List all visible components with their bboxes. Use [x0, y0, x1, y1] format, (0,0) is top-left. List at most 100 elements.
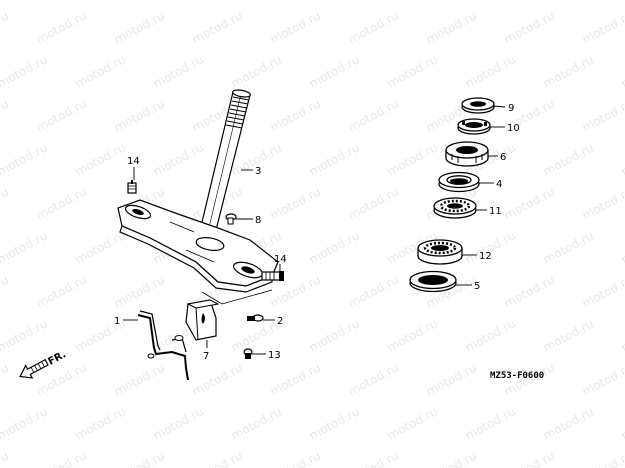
watermark-text: motod.ru: [580, 360, 625, 398]
watermark-text: motod.ru: [0, 448, 11, 468]
callout-14-left: 14: [127, 156, 140, 167]
watermark-text: motod.ru: [268, 96, 323, 134]
watermark-text: motod.ru: [229, 316, 284, 354]
watermark-text: motod.ru: [307, 0, 362, 3]
watermark-text: motod.ru: [541, 404, 596, 442]
watermark-text: motod.ru: [385, 52, 440, 90]
watermark-text: motod.ru: [34, 96, 89, 134]
callout-1: 1: [114, 316, 120, 327]
watermark-text: motod.ru: [580, 448, 625, 468]
watermark-text: motod.ru: [463, 52, 518, 90]
cable-guide: [185, 299, 220, 341]
watermark-text: motod.ru: [112, 272, 167, 310]
watermark-text: motod.ru: [0, 228, 50, 266]
watermark-text: motod.ru: [541, 228, 596, 266]
watermark-text: motod.ru: [385, 140, 440, 178]
watermark-text: motod.ru: [0, 316, 50, 354]
bearing-race-12: [417, 239, 463, 265]
callout-7: 7: [203, 351, 209, 362]
watermark-text: motod.ru: [73, 52, 128, 90]
watermark-text: motod.ru: [112, 448, 167, 468]
watermark-text: motod.ru: [502, 184, 557, 222]
watermark-text: motod.ru: [502, 448, 557, 468]
lock-washer-10: [457, 118, 491, 135]
watermark-text: motod.ru: [0, 96, 11, 134]
watermark-text: motod.ru: [385, 404, 440, 442]
watermark-text: motod.ru: [0, 184, 11, 222]
adjusting-nut-6: [445, 141, 489, 167]
dust-seal-4: [438, 171, 480, 193]
dust-seal-5: [409, 270, 457, 293]
watermark-text: motod.ru: [463, 404, 518, 442]
callout-12: 12: [479, 251, 492, 262]
watermark-text: motod.ru: [268, 448, 323, 468]
screw-2: [247, 314, 264, 322]
watermark-text: motod.ru: [268, 8, 323, 46]
watermark-text: motod.ru: [112, 8, 167, 46]
watermark-text: motod.ru: [0, 272, 11, 310]
steering-stem-assembly: [117, 89, 284, 305]
watermark-text: motod.ru: [619, 52, 625, 90]
watermark-text: motod.ru: [619, 140, 625, 178]
watermark-text: motod.ru: [229, 404, 284, 442]
watermark-text: motod.ru: [541, 140, 596, 178]
bearing-11: [433, 197, 477, 219]
watermark-text: motod.ru: [268, 360, 323, 398]
watermark-text: motod.ru: [0, 360, 11, 398]
watermark-text: motod.ru: [502, 8, 557, 46]
callout-5: 5: [474, 281, 480, 292]
watermark-text: motod.ru: [463, 0, 518, 3]
watermark-text: motod.ru: [424, 360, 479, 398]
watermark-text: motod.ru: [73, 140, 128, 178]
watermark-text: motod.ru: [190, 360, 245, 398]
callout-9: 9: [508, 103, 514, 114]
watermark-text: motod.ru: [34, 184, 89, 222]
watermark-text: motod.ru: [346, 272, 401, 310]
watermark-text: motod.ru: [34, 272, 89, 310]
callout-4: 4: [496, 179, 502, 190]
watermark-text: motod.ru: [268, 184, 323, 222]
watermark-text: motod.ru: [229, 52, 284, 90]
bolt-8: [225, 213, 237, 225]
watermark-text: motod.ru: [619, 404, 625, 442]
watermark-text: motod.ru: [541, 316, 596, 354]
watermark-text: motod.ru: [424, 448, 479, 468]
callout-10: 10: [507, 123, 520, 134]
watermark-text: motod.ru: [385, 0, 440, 3]
watermark-text: motod.ru: [580, 272, 625, 310]
watermark-text: motod.ru: [502, 272, 557, 310]
callout-8: 8: [255, 215, 261, 226]
watermark-text: motod.ru: [346, 96, 401, 134]
callout-13: 13: [268, 350, 281, 361]
watermark-text: motod.ru: [463, 316, 518, 354]
watermark-text: motod.ru: [190, 448, 245, 468]
watermark-text: motod.ru: [73, 228, 128, 266]
bolt-14-right: [261, 271, 284, 281]
watermark-text: motod.ru: [580, 96, 625, 134]
watermark-text: motod.ru: [346, 8, 401, 46]
watermark-text: motod.ru: [619, 228, 625, 266]
wire-bracket: [137, 310, 189, 381]
watermark-text: motod.ru: [73, 404, 128, 442]
diagram-code: MZ53-F0600: [490, 371, 544, 381]
watermark-text: motod.ru: [346, 448, 401, 468]
watermark-text: motod.ru: [307, 52, 362, 90]
watermark-text: motod.ru: [73, 0, 128, 3]
watermark-text: motod.ru: [346, 184, 401, 222]
watermark-text: motod.ru: [34, 448, 89, 468]
watermark-text: motod.ru: [385, 316, 440, 354]
watermark-text: motod.ru: [424, 8, 479, 46]
callout-2: 2: [277, 316, 283, 327]
watermark-text: motod.ru: [619, 316, 625, 354]
steering-stem-tube: [197, 89, 251, 243]
bolt-13: [243, 348, 253, 359]
callout-labels: 9 10 6 4 11 12 5 3 8 14 14 1 2 7 13: [114, 103, 520, 362]
bolt-14-left: [127, 180, 137, 194]
watermark-text: motod.ru: [307, 316, 362, 354]
callout-14-right: 14: [274, 254, 287, 265]
watermark-text: motod.ru: [541, 0, 596, 3]
watermark-text: motod.ru: [112, 360, 167, 398]
watermark-text: motod.ru: [580, 8, 625, 46]
watermark-text: motod.ru: [346, 360, 401, 398]
